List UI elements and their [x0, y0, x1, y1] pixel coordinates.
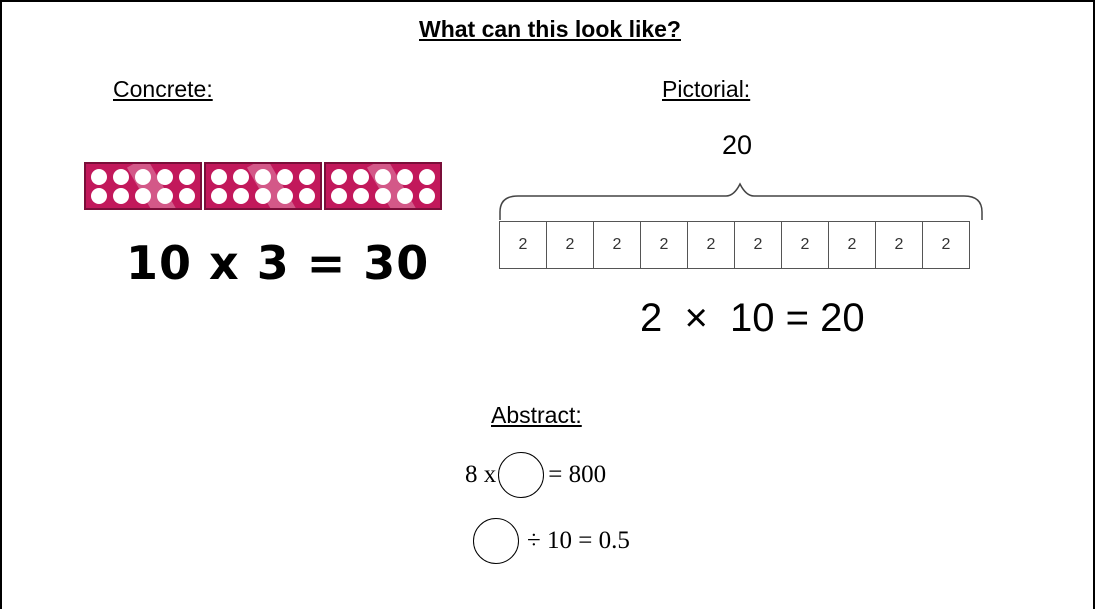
counter-dot: [298, 187, 315, 204]
counter-dot: [211, 168, 228, 185]
bar-cell: 2: [641, 222, 688, 268]
counter-dot: [91, 168, 108, 185]
counter-dot: [331, 168, 348, 185]
counter-dot: [134, 168, 151, 185]
counter-dot: [211, 187, 228, 204]
bar-model-brace: [499, 182, 983, 220]
concrete-equation: 10 x 3 = 30: [126, 236, 430, 290]
ten-frame: [84, 162, 202, 210]
bar-cell: 2: [829, 222, 876, 268]
counter-dot: [91, 187, 108, 204]
counter-dot: [233, 168, 250, 185]
counter-dot: [396, 168, 413, 185]
counter-dot: [418, 168, 435, 185]
ten-frames-image: [84, 162, 444, 210]
abstract-line-1-after: = 800: [548, 461, 607, 488]
bar-cell: 2: [594, 222, 641, 268]
abstract-line-1: 8 x = 800: [465, 452, 606, 498]
counter-dot: [374, 187, 391, 204]
abstract-line-2: ÷ 10 = 0.5: [473, 518, 630, 564]
page-title: What can this look like?: [419, 16, 681, 42]
counter-dot: [233, 187, 250, 204]
concrete-heading: Concrete:: [113, 76, 213, 102]
blank-circle: [498, 452, 545, 498]
bar-cell: 2: [500, 222, 547, 268]
abstract-heading: Abstract:: [491, 402, 582, 428]
counter-dot: [396, 187, 413, 204]
bar-model-total: 20: [722, 130, 753, 160]
counter-dot: [331, 187, 348, 204]
counter-dot: [276, 168, 293, 185]
pictorial-heading: Pictorial:: [662, 76, 751, 102]
bar-cell: 2: [688, 222, 735, 268]
ten-frame: [204, 162, 322, 210]
bar-cell: 2: [782, 222, 829, 268]
counter-dot: [353, 168, 370, 185]
counter-dot: [156, 168, 173, 185]
counter-dot: [113, 187, 130, 204]
counter-dot: [254, 187, 271, 204]
counter-dot: [374, 168, 391, 185]
bar-cell: 2: [547, 222, 594, 268]
ten-frame: [324, 162, 442, 210]
counter-dot: [178, 168, 195, 185]
counter-dot: [418, 187, 435, 204]
counter-dot: [298, 168, 315, 185]
counter-dot: [353, 187, 370, 204]
abstract-line-2-after: ÷ 10 = 0.5: [527, 527, 630, 554]
bar-cell: 2: [735, 222, 782, 268]
pictorial-equation: 2 × 10 = 20: [640, 296, 865, 340]
counter-dot: [156, 187, 173, 204]
counter-dot: [113, 168, 130, 185]
counter-dot: [178, 187, 195, 204]
abstract-line-1-before: 8 x: [465, 461, 497, 488]
counter-dot: [254, 168, 271, 185]
bar-cell: 2: [923, 222, 970, 268]
blank-circle: [473, 518, 519, 564]
counter-dot: [134, 187, 151, 204]
counter-dot: [276, 187, 293, 204]
bar-cell: 2: [876, 222, 923, 268]
